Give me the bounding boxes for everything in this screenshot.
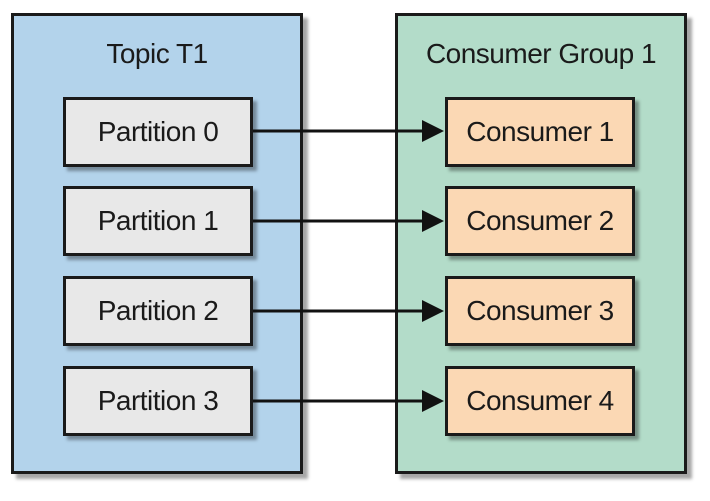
consumer-box: Consumer 3: [445, 276, 635, 346]
consumer-box: Consumer 1: [445, 97, 635, 167]
partition-box: Partition 3: [63, 366, 253, 436]
consumer-group-title: Consumer Group 1: [425, 38, 657, 69]
partition-box: Partition 2: [63, 276, 253, 346]
partition-box: Partition 0: [63, 97, 253, 167]
partition-box: Partition 1: [63, 186, 253, 256]
topic-title: Topic T1: [106, 38, 208, 69]
consumer-box: Consumer 2: [445, 186, 635, 256]
consumer-box: Consumer 4: [445, 366, 635, 436]
